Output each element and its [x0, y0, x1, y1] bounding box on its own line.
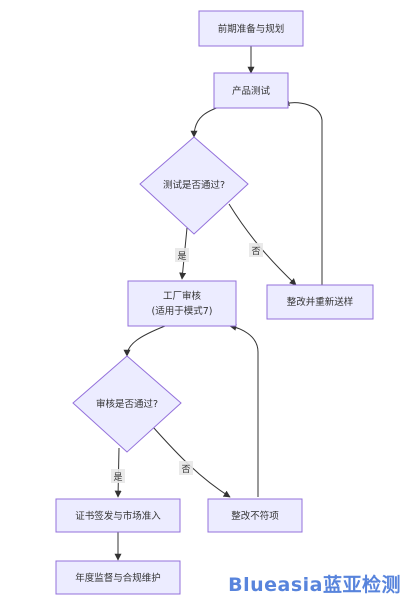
edge-label-no1: 否 — [251, 246, 260, 257]
node-prep-planning-label: 前期准备与规划 — [218, 23, 285, 35]
node-factory-audit-box — [127, 280, 237, 327]
edge-label-yes1-bg — [175, 248, 189, 262]
node-test-passed-diamond — [139, 136, 249, 235]
edge-resample-to-test — [282, 99, 323, 285]
node-test-passed-decision: 测试是否通过? — [139, 136, 249, 235]
nodes: 前期准备与规划 产品测试 测试是否通过? 工厂审核 (适用于模式7) 整改并重新… — [55, 10, 374, 595]
edge-label-no2-bg — [179, 461, 193, 475]
node-audit-passed-decision: 审核是否通过? — [72, 355, 182, 453]
node-product-test: 产品测试 — [213, 72, 289, 109]
edge-labels: 是 否 是 否 — [111, 243, 263, 483]
node-factory-audit: 工厂审核 (适用于模式7) — [127, 280, 237, 327]
node-rectify-resample: 整改并重新送样 — [266, 284, 374, 320]
node-annual-surveillance-label: 年度监督与合规维护 — [75, 572, 161, 584]
node-rectify-nonconformity-box — [207, 498, 303, 533]
node-product-test-label: 产品测试 — [232, 85, 271, 97]
node-annual-surveillance-box — [55, 560, 181, 595]
edge-audit-to-decision2 — [123, 325, 166, 357]
node-rectify-resample-label: 整改并重新送样 — [287, 296, 354, 308]
node-factory-audit-label-line2: (适用于模式7) — [152, 305, 213, 317]
node-audit-passed-diamond — [72, 355, 182, 453]
node-factory-audit-label-line1: 工厂审核 — [163, 290, 202, 302]
node-certificate-issuance-box — [55, 498, 181, 533]
node-rectify-nonconformity-label: 整改不符项 — [231, 510, 279, 522]
node-rectify-nonconformity: 整改不符项 — [207, 498, 303, 533]
node-audit-passed-label: 审核是否通过? — [96, 398, 158, 410]
node-prep-planning: 前期准备与规划 — [198, 10, 304, 47]
edge-label-yes1: 是 — [177, 251, 186, 262]
node-rectify-resample-box — [266, 284, 374, 320]
edge-label-no2: 否 — [181, 464, 190, 475]
node-product-test-box — [213, 72, 289, 109]
edge-rectify-to-audit — [229, 323, 259, 497]
node-certificate-issuance: 证书签发与市场准入 — [55, 498, 181, 533]
edge-label-yes2-bg — [111, 469, 125, 483]
node-certificate-issuance-label: 证书签发与市场准入 — [75, 510, 161, 522]
node-test-passed-label: 测试是否通过? — [163, 179, 225, 191]
node-annual-surveillance: 年度监督与合规维护 — [55, 560, 181, 595]
node-prep-planning-box — [198, 10, 304, 47]
edge-test-to-decision1 — [190, 103, 231, 138]
watermark-logo: Blueasia蓝亚检测 — [228, 574, 401, 596]
edge-label-yes2: 是 — [113, 472, 122, 483]
edge-label-no1-bg — [249, 243, 263, 257]
